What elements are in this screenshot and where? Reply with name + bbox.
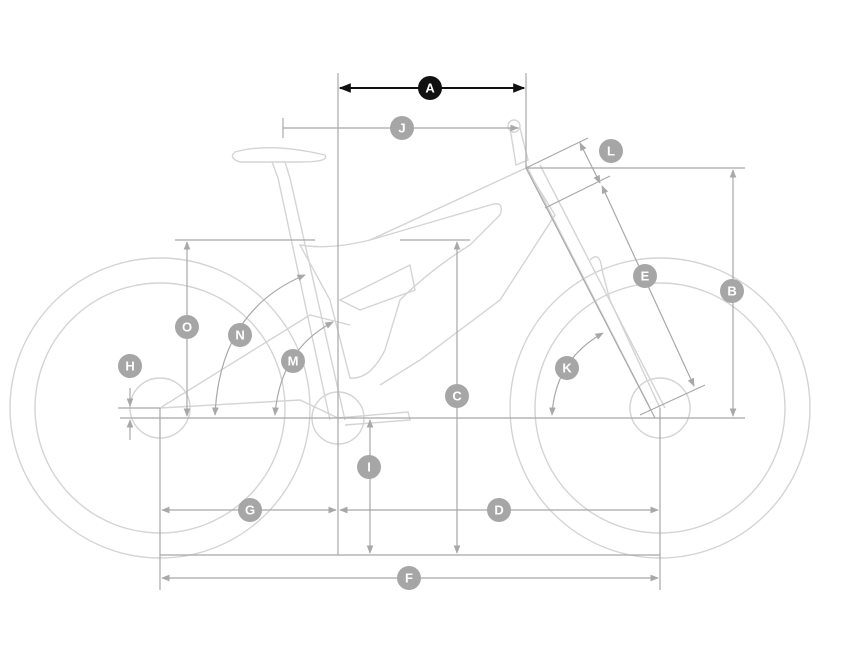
badge-a: A (418, 76, 442, 100)
badge-b: B (720, 279, 744, 303)
frame-main (298, 203, 502, 379)
dimension-e-guide (639, 384, 706, 416)
badge-j-label: J (398, 121, 405, 136)
badge-c: C (445, 384, 469, 408)
badge-f: F (397, 566, 421, 590)
steering-axis (525, 167, 656, 419)
badge-d: D (487, 498, 511, 522)
badge-n: N (228, 323, 252, 347)
badge-c-label: C (452, 389, 462, 404)
badge-l-label: L (607, 144, 615, 159)
saddle (231, 146, 327, 163)
crank-arm (337, 411, 411, 426)
badge-i-label: I (367, 460, 371, 475)
badge-m-label: M (288, 354, 299, 369)
dimension-l-guide-bottom (544, 175, 611, 209)
seat-post (271, 161, 346, 421)
stem (509, 127, 529, 166)
badge-h-label: H (125, 359, 134, 374)
badge-o-label: O (182, 320, 192, 335)
badge-k-label: K (562, 361, 572, 376)
badge-e-label: E (641, 269, 650, 284)
dimension-lines (118, 73, 745, 590)
shock (338, 263, 416, 311)
badge-k: K (555, 356, 579, 380)
badge-g: G (238, 498, 262, 522)
dimension-l-line (579, 142, 601, 184)
badge-m: M (281, 349, 305, 373)
badge-n-label: N (235, 328, 244, 343)
badge-d-label: D (494, 503, 503, 518)
badge-i: I (357, 455, 381, 479)
handlebar (507, 119, 521, 133)
badge-b-label: B (727, 284, 736, 299)
bike-outline (9, 119, 811, 559)
dimension-l-guide-top (525, 137, 589, 169)
badge-f-label: F (405, 571, 413, 586)
badge-g-label: G (245, 503, 255, 518)
badge-h: H (118, 354, 142, 378)
badge-l: L (599, 139, 623, 163)
badge-j: J (390, 116, 414, 140)
down-tube (369, 167, 556, 386)
badge-e: E (633, 264, 657, 288)
badge-o: O (175, 315, 199, 339)
badge-a-label: A (425, 81, 435, 96)
